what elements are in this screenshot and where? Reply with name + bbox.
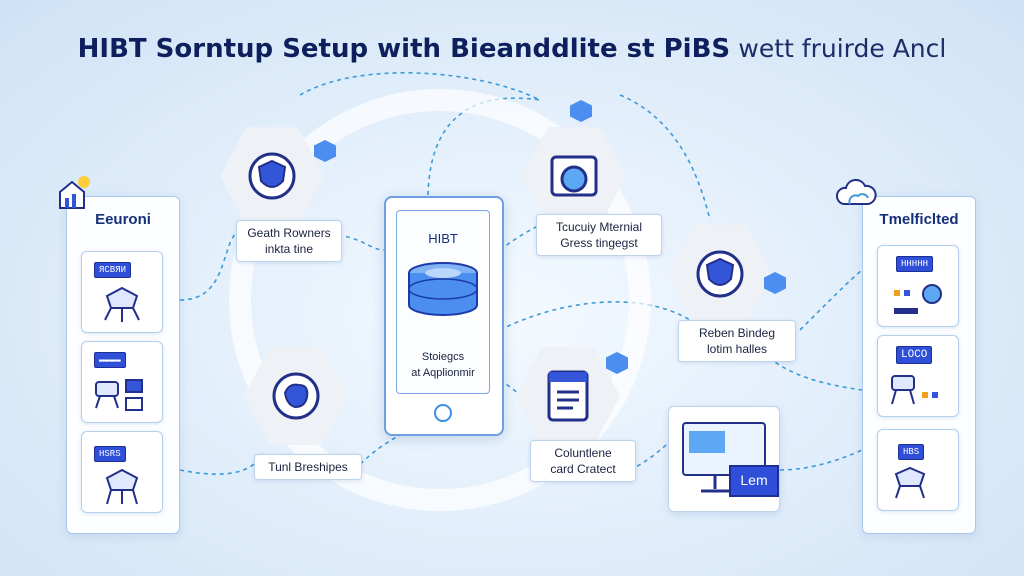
home-button[interactable] — [434, 404, 452, 422]
camera-icon — [550, 155, 598, 197]
right-card-1[interactable]: HHHHH — [877, 245, 959, 327]
node-badge — [764, 272, 786, 294]
phone-screen: HIBT Stoiegcs at Aqplionmir — [396, 210, 490, 394]
card-tag: HBS — [898, 444, 925, 460]
monitor-icon — [682, 422, 766, 493]
page-title: HIBT Sorntup Setup with Bieanddlite st P… — [0, 34, 1024, 64]
left-card-2[interactable]: ▬▬▬▬ — [81, 341, 163, 423]
center-phone[interactable]: HIBT Stoiegcs at Aqplionmir — [384, 196, 504, 436]
label-bottom-left: Tunl Breshipes — [254, 454, 362, 480]
phone-caption-2: at Aqplionmir — [411, 367, 475, 379]
cloud-icon — [835, 178, 877, 205]
label-line: Tunl Breshipes — [268, 460, 348, 474]
left-card-1[interactable]: ЯСВЯИ — [81, 251, 163, 333]
node-badge — [606, 352, 628, 374]
left-panel-title: Eeuroni — [95, 211, 151, 228]
database-icon — [408, 262, 478, 316]
label-top-right: Tcucuiy Mternial Gress tingegst — [536, 214, 662, 256]
label-line: inkta tine — [264, 242, 314, 256]
card-tag: HHHHH — [896, 256, 934, 272]
card-tag: ▬▬▬▬ — [94, 352, 126, 368]
phone-caption-1: Stoiegcs — [421, 351, 465, 363]
right-card-2[interactable]: LOCO — [877, 335, 959, 417]
node-badge — [314, 140, 336, 162]
label-bottom-mid: Coluntlene card Cratect — [530, 440, 636, 482]
monitor-node[interactable]: Lem — [668, 406, 780, 512]
node-hand-bottom-left[interactable] — [244, 347, 348, 445]
card-tag: LOCO — [896, 346, 933, 364]
label-line: card Cratect — [550, 462, 616, 476]
label-line: Gress tingegst — [560, 236, 638, 250]
label-line: lotim halles — [706, 342, 768, 356]
shield-icon — [696, 250, 744, 298]
label-line: Geath Rowners — [247, 226, 331, 240]
robot-icon — [894, 466, 926, 499]
right-panel-title: Tmelficlted — [879, 211, 959, 228]
title-light: wett fruirde Ancl — [738, 34, 947, 63]
label-line: Reben Bindeg — [698, 326, 776, 340]
card-tag: ЯСВЯИ — [94, 262, 132, 278]
hand-icon — [272, 372, 320, 420]
left-panel: Eeuroni ЯСВЯИ ▬▬▬▬ HSRS — [66, 196, 180, 534]
label-line: Coluntlene — [554, 446, 612, 460]
card-tag: HSRS — [94, 446, 126, 462]
monitor-screen-label: Lem — [729, 465, 779, 497]
label-top-left: Geath Rowners inkta tine — [236, 220, 342, 262]
chart-house-icon — [59, 176, 90, 209]
robot-icon — [894, 284, 942, 314]
robot-icon — [95, 379, 143, 411]
label-mid-right: Reben Bindeg lotim halles — [678, 320, 796, 362]
right-card-3[interactable]: HBS — [877, 429, 959, 511]
title-bold: HIBT Sorntup Setup with Bieanddlite st P… — [77, 34, 731, 64]
node-badge — [570, 100, 592, 122]
robot-icon — [891, 375, 938, 405]
label-line: Tcucuiy Mternial — [555, 220, 643, 234]
left-card-3[interactable]: HSRS — [81, 431, 163, 513]
document-icon — [547, 370, 589, 422]
robot-icon — [104, 286, 140, 322]
robot-icon — [105, 468, 139, 505]
phone-title: HIBT — [428, 231, 458, 246]
right-panel: Tmelficlted HHHHH LOCO HBS — [862, 196, 976, 534]
shield-icon — [248, 152, 296, 200]
